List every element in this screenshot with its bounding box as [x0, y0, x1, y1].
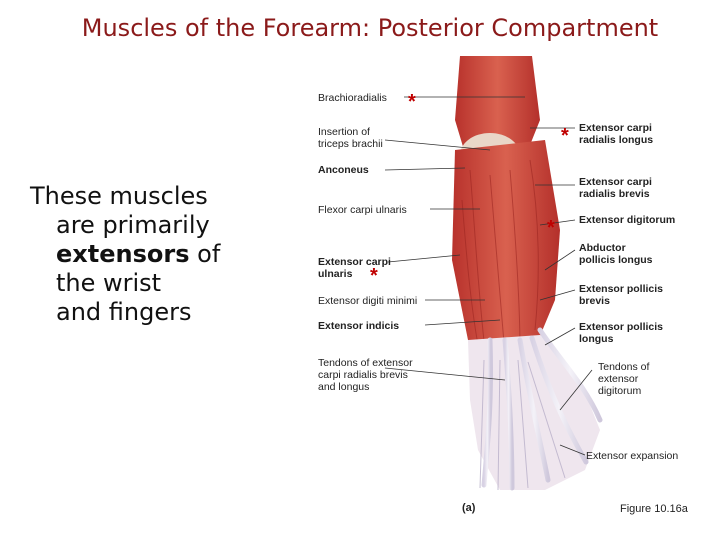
label-extensor-indicis: Extensor indicis — [318, 320, 400, 332]
slide-body-text: These muscles are primarily extensors of… — [30, 182, 260, 327]
slide-title: Muscles of the Forearm: Posterior Compar… — [81, 14, 659, 42]
label-tendons-ecr: Tendons of extensor — [318, 357, 413, 369]
body-line: the wrist — [56, 269, 162, 297]
body-emphasis: extensors — [56, 240, 190, 268]
label-tendons-ed: Tendons of — [598, 361, 650, 373]
marker-star: * — [408, 91, 416, 113]
label-tendons-ecr-3: and longus — [318, 381, 370, 393]
label-tendons-ed-2: extensor — [598, 373, 639, 385]
label-ecr-brevis-2: radialis brevis — [579, 188, 650, 200]
label-insertion-triceps: Insertion of — [318, 126, 370, 138]
label-epl: Extensor pollicis — [579, 321, 664, 333]
label-abductor-pollicis-longus-2: pollicis longus — [579, 254, 653, 266]
label-tendons-ed-3: digitorum — [598, 385, 642, 397]
label-extensor-expansion: Extensor expansion — [586, 450, 679, 462]
label-ecr-longus: Extensor carpi — [579, 122, 652, 134]
label-anconeus: Anconeus — [318, 164, 369, 176]
label-epb-2: brevis — [579, 295, 610, 307]
label-ecr-longus-2: radialis longus — [579, 134, 654, 146]
label-extensor-carpi-ulnaris-2: ulnaris — [318, 268, 353, 280]
forearm-shape — [452, 140, 560, 370]
label-insertion-triceps-2: triceps brachii — [318, 138, 383, 150]
figure-panel-tag: (a) — [462, 502, 476, 514]
marker-star: * — [561, 125, 569, 147]
label-flexor-carpi-ulnaris: Flexor carpi ulnaris — [318, 204, 407, 216]
label-tendons-ecr-2: carpi radialis brevis — [318, 369, 408, 381]
body-line: extensors of — [30, 240, 260, 269]
label-brachioradialis: Brachioradialis — [318, 92, 387, 104]
body-line: are primarily — [56, 211, 210, 239]
label-extensor-digitorum: Extensor digitorum — [579, 214, 676, 226]
label-epl-2: longus — [579, 333, 614, 345]
marker-star: * — [547, 217, 555, 239]
body-line: and fingers — [56, 298, 192, 326]
label-ecr-brevis: Extensor carpi — [579, 176, 652, 188]
body-line: These muscles — [30, 182, 208, 210]
label-epb: Extensor pollicis — [579, 283, 664, 295]
body-word: of — [197, 240, 221, 268]
label-extensor-digiti-minimi: Extensor digiti minimi — [318, 295, 418, 307]
label-extensor-carpi-ulnaris: Extensor carpi — [318, 256, 391, 268]
marker-star: * — [370, 265, 378, 287]
label-abductor-pollicis-longus: Abductor — [579, 242, 626, 254]
figure-number: Figure 10.16a — [620, 503, 688, 515]
